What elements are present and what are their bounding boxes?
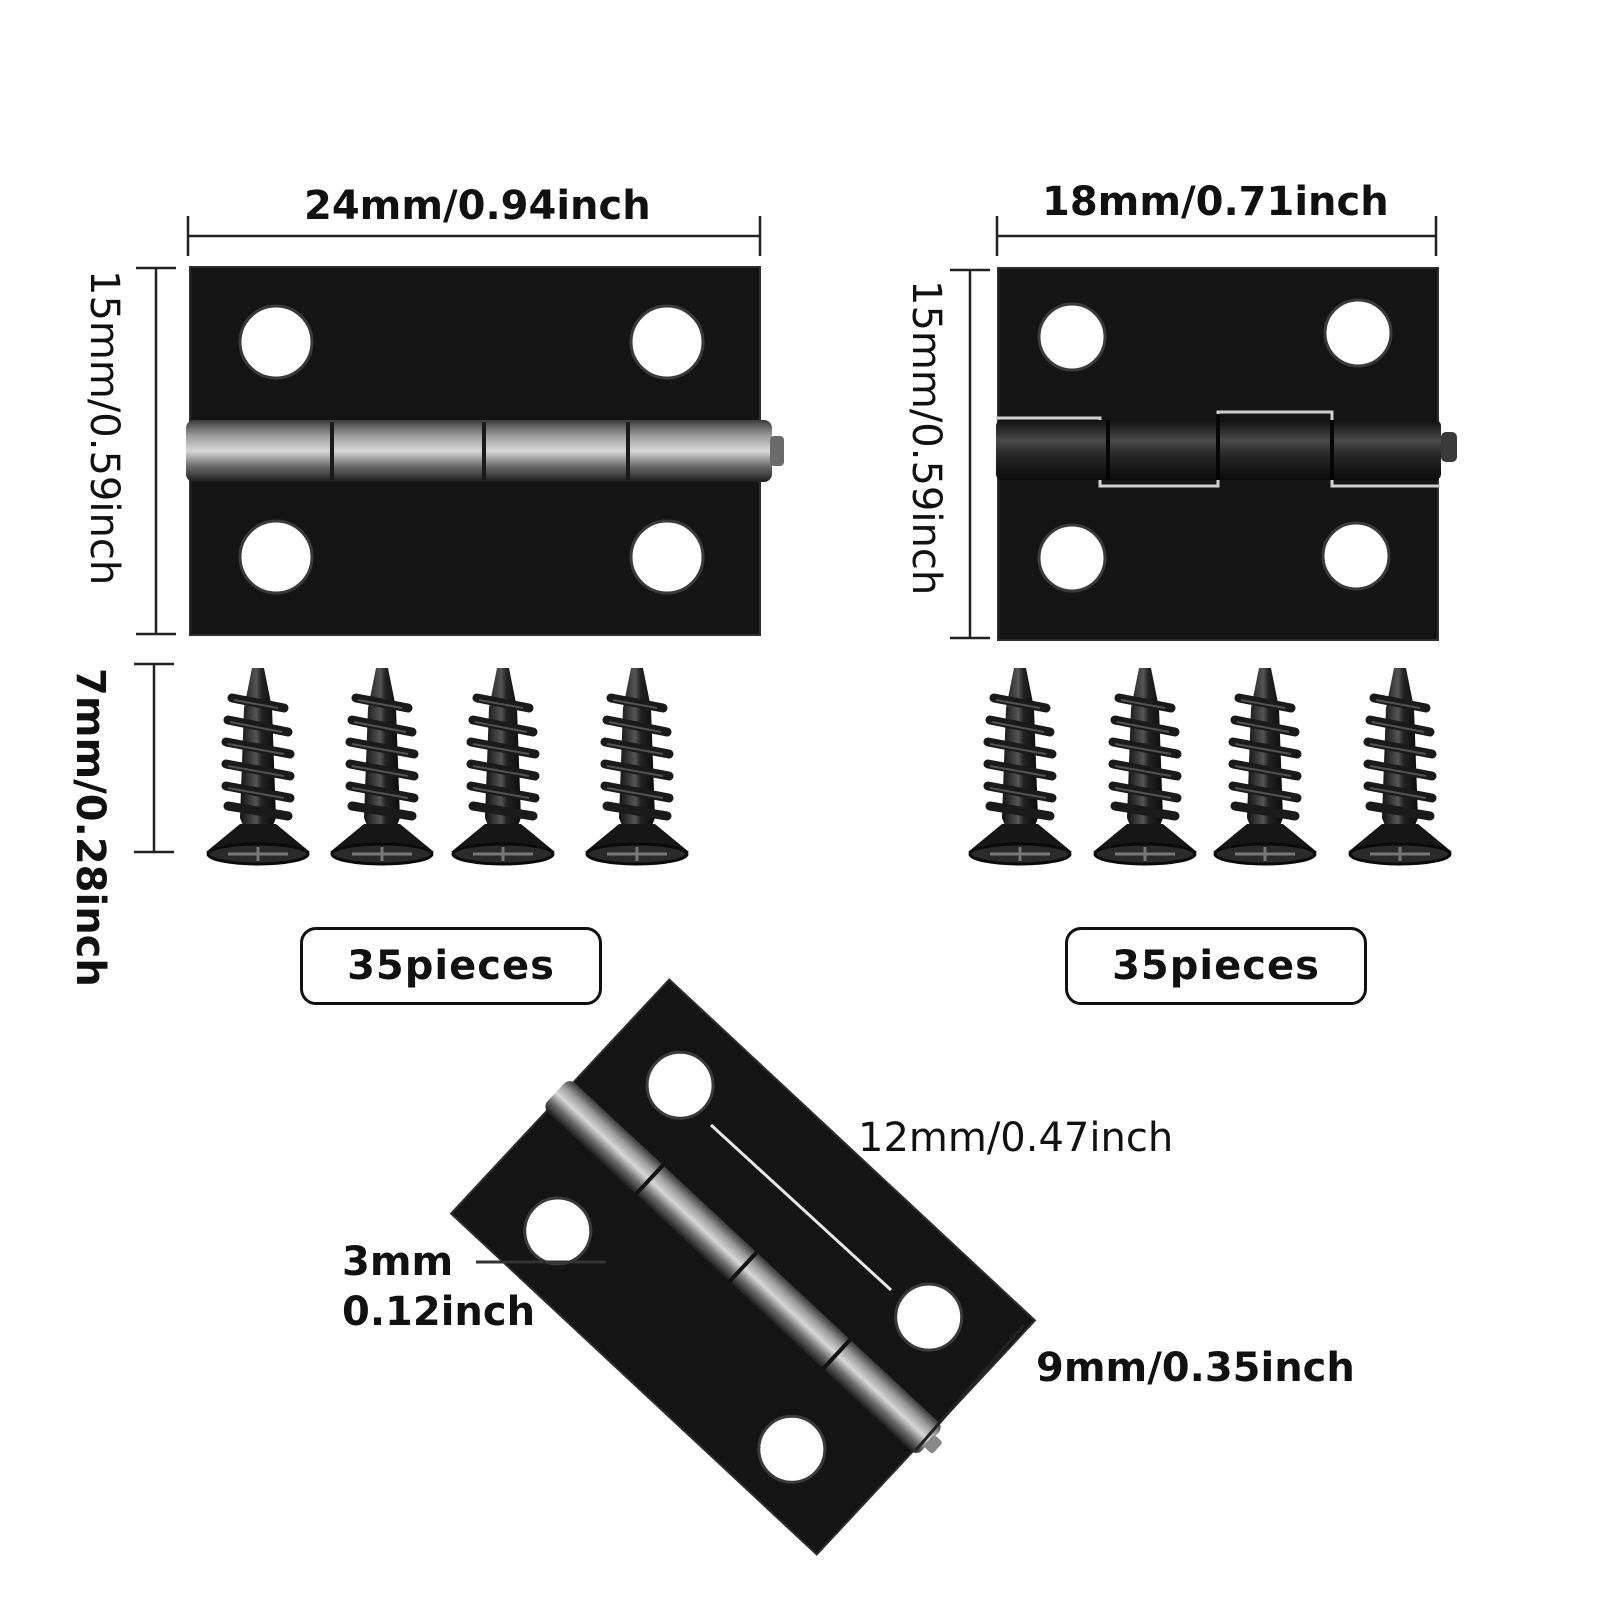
left-quantity-badge: 35pieces: [300, 927, 602, 1005]
screw-length-label: 7mm/0.28inch: [67, 668, 113, 987]
hole-diameter-label-inch: 0.12inch: [342, 1289, 536, 1335]
left-height-label: 15mm/0.59inch: [81, 270, 127, 586]
left-screws: [206, 668, 689, 864]
right-height-label: 15mm/0.59inch: [903, 280, 949, 596]
hole-spacing-label: 12mm/0.47inch: [858, 1115, 1174, 1161]
right-hinge: [996, 267, 1457, 641]
left-hinge: [186, 266, 784, 636]
hole-diameter-label-mm: 3mm: [342, 1239, 454, 1285]
detail-hinge: [449, 978, 1037, 1556]
right-screws: [968, 668, 1452, 864]
right-width-label: 18mm/0.71inch: [1042, 179, 1389, 225]
left-width-label: 24mm/0.94inch: [304, 183, 651, 229]
leaf-width-label: 9mm/0.35inch: [1036, 1345, 1355, 1391]
dimension-lines: [134, 216, 1438, 1451]
right-quantity-badge: 35pieces: [1065, 927, 1367, 1005]
